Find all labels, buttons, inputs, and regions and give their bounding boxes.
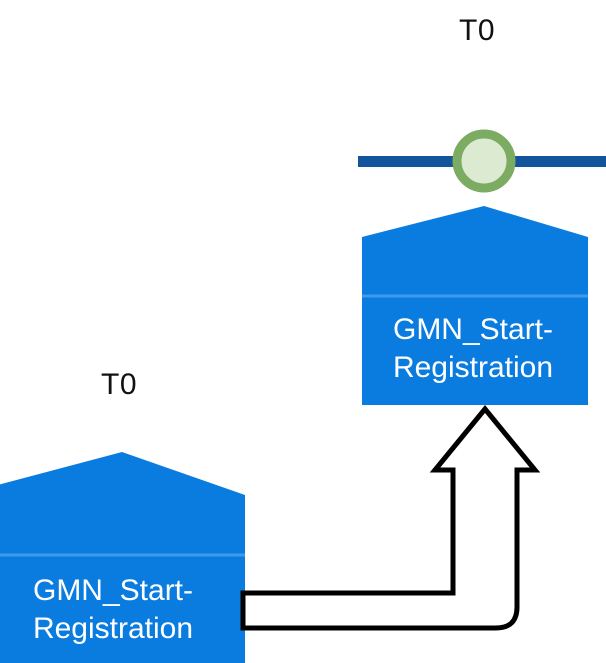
- node-bottom-shape[interactable]: [0, 452, 245, 663]
- node-bottom-label-line2: Registration: [32, 612, 194, 645]
- node-top-shape[interactable]: [362, 206, 588, 405]
- time-label-top: T0: [459, 14, 496, 47]
- state-circle-icon[interactable]: [452, 129, 516, 193]
- call-arrow-connector[interactable]: [240, 405, 541, 631]
- node-top-label-line2: Registration: [392, 351, 554, 384]
- node-bottom-label: GMN_Start- Registration: [3, 572, 223, 648]
- node-top-label-line1: GMN_Start-: [392, 313, 554, 346]
- time-label-bottom: T0: [101, 368, 138, 401]
- node-bottom-label-line1: GMN_Start-: [32, 574, 194, 607]
- node-top-label: GMN_Start- Registration: [363, 311, 583, 387]
